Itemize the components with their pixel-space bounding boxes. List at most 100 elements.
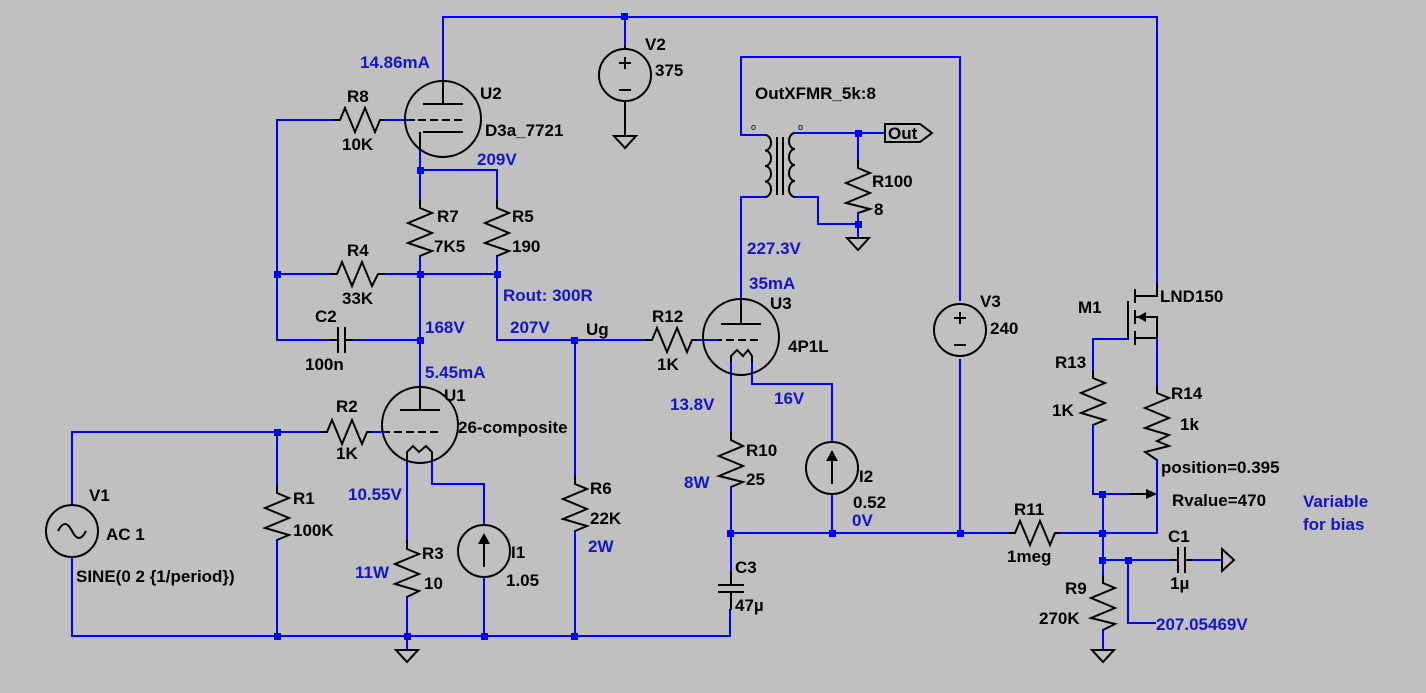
label-v1-name: V1 (89, 486, 110, 505)
junction-dot (1099, 530, 1106, 537)
resistor-r11[interactable] (1008, 518, 1060, 548)
label-c3-name: C3 (735, 558, 757, 577)
resistor-r1[interactable] (262, 485, 292, 541)
annotation-i2-voltage: 16V (774, 389, 805, 408)
resistor-r12[interactable] (645, 325, 698, 355)
resistor-r4[interactable] (330, 259, 385, 289)
annotation-bias-voltage: 207.05469V (1156, 615, 1248, 634)
junction-dot (855, 130, 862, 137)
net-label-ug: Ug (586, 320, 609, 339)
annotation-r6-power: 2W (588, 537, 614, 556)
annotation-u1-cathode-voltage: 10.55V (348, 485, 403, 504)
label-u3-name: U3 (770, 294, 792, 313)
capacitor-c1[interactable] (1170, 547, 1193, 573)
voltage-source-v2[interactable] (598, 45, 652, 128)
junction-dot (274, 271, 281, 278)
label-u1-model: 26-composite (458, 418, 568, 437)
label-c1-name: C1 (1168, 527, 1190, 546)
annotation-u3-current: 35mA (749, 274, 795, 293)
annotation-zero-voltage: 0V (852, 511, 873, 530)
label-r13-name: R13 (1055, 353, 1086, 372)
labels: V1 AC 1 SINE(0 2 {1/period}) V2 375 V3 2… (76, 35, 1368, 634)
label-m1-model: LND150 (1160, 287, 1223, 306)
junction-dot (621, 13, 628, 20)
label-i2-name: I2 (859, 467, 873, 486)
annotation-r10-power: 8W (684, 473, 710, 492)
annotation-207v: 207V (510, 318, 550, 337)
annotation-u2-cathode-voltage: 209V (477, 150, 517, 169)
label-r14-position: position=0.395 (1161, 458, 1280, 477)
label-r14-rvalue: Rvalue=470 (1172, 491, 1266, 510)
label-r12-name: R12 (652, 307, 683, 326)
label-c2-name: C2 (315, 307, 337, 326)
annotation-r3-power: 11W (355, 563, 390, 582)
label-r9-value: 270K (1039, 609, 1080, 628)
wires (71, 16, 1223, 651)
capacitor-c3[interactable] (718, 572, 744, 610)
triode-u3[interactable] (702, 298, 780, 376)
label-m1-name: M1 (1078, 298, 1102, 317)
junction-dot (855, 221, 862, 228)
annotation-rout: Rout: 300R (503, 286, 593, 305)
label-r3-value: 10 (424, 574, 443, 593)
annotation-u3-cathode-voltage: 13.8V (670, 395, 715, 414)
triode-u2[interactable] (404, 80, 482, 158)
label-i1-value: 1.05 (506, 571, 539, 590)
label-r8-name: R8 (347, 87, 369, 106)
ground-icon (1221, 546, 1236, 574)
wire (496, 273, 646, 341)
resistor-r14[interactable] (1142, 385, 1173, 461)
resistor-r2[interactable] (320, 417, 372, 447)
current-source-i2[interactable] (805, 441, 859, 495)
label-v1-spice: SINE(0 2 {1/period}) (76, 567, 235, 586)
label-r6-value: 22K (590, 509, 622, 528)
junction-dot (417, 167, 424, 174)
label-r5-name: R5 (512, 207, 534, 226)
resistor-r7[interactable] (405, 200, 435, 257)
ground-icon (611, 128, 639, 150)
label-u2-name: U2 (480, 84, 502, 103)
junction-dot (1125, 557, 1132, 564)
label-r4-name: R4 (347, 241, 369, 260)
wire (71, 556, 731, 637)
annotation-variable-bias-line1: Variable (1303, 492, 1368, 511)
label-r12-value: 1K (657, 355, 679, 374)
label-r100-name: R100 (872, 172, 913, 191)
resistor-r8[interactable] (333, 105, 385, 135)
resistor-r100[interactable] (842, 160, 874, 214)
junction-dot (957, 530, 964, 537)
junction-dot (571, 633, 578, 640)
label-r10-value: 25 (746, 470, 765, 489)
label-r1-value: 100K (293, 521, 334, 540)
current-source-i1[interactable] (457, 524, 511, 578)
resistor-r3[interactable] (392, 540, 422, 598)
wire (794, 196, 859, 225)
label-c3-value: 47µ (735, 596, 764, 615)
wire (740, 196, 766, 321)
label-r1-name: R1 (293, 489, 315, 508)
resistor-r9[interactable] (1087, 575, 1118, 631)
label-c2-value: 100n (305, 355, 344, 374)
resistor-r13[interactable] (1078, 370, 1108, 426)
label-r4-value: 33K (342, 289, 374, 308)
label-i1-name: I1 (511, 543, 525, 562)
mosfet-m1[interactable] (1127, 283, 1158, 345)
label-r2-name: R2 (336, 397, 358, 416)
voltage-source-v3[interactable] (933, 303, 987, 357)
triode-u1[interactable] (381, 385, 459, 464)
wire (71, 431, 321, 506)
annotation-variable-bias-line2: for bias (1303, 515, 1364, 534)
output-transformer[interactable]: o o (751, 122, 803, 198)
resistor-r10[interactable] (715, 432, 747, 488)
net-label-out: Out (888, 124, 918, 143)
resistor-r5[interactable] (482, 200, 512, 257)
label-u3-model: 4P1L (788, 337, 829, 356)
junctions (274, 13, 1132, 640)
capacitor-c2[interactable] (330, 327, 353, 353)
out-port[interactable] (884, 123, 934, 143)
junction-dot (571, 337, 578, 344)
ac-source-v1[interactable] (45, 504, 99, 558)
junction-dot (1099, 557, 1106, 564)
resistor-r6[interactable] (560, 475, 590, 532)
